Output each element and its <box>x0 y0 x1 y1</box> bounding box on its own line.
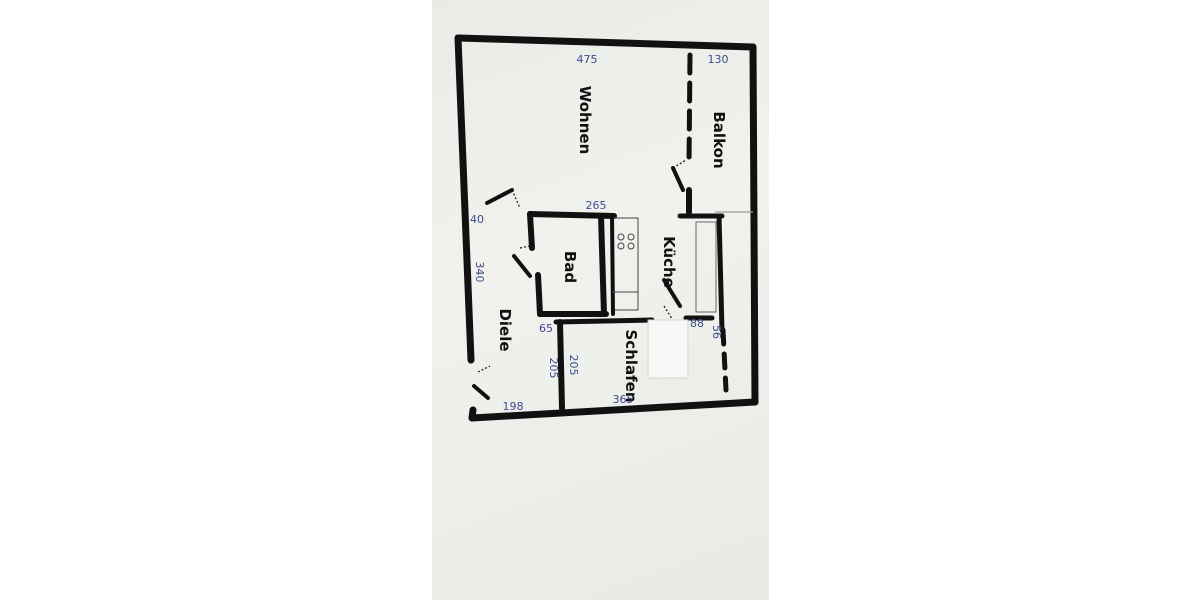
balcony-divider <box>686 52 693 168</box>
dim-corridor-width: 205 <box>547 358 560 379</box>
dim-bottom-right: 365 <box>613 393 634 406</box>
kitchen-door-top <box>671 166 685 192</box>
bath-door-arc <box>519 245 531 249</box>
floor-plan-drawing: Wohnen Balkon Küche Bad Diele Schlafen 4… <box>454 34 759 422</box>
outer-wall-bottom <box>468 398 759 422</box>
dim-kitchen-side: 56 <box>710 325 723 339</box>
bath-wall-right <box>598 213 607 317</box>
dim-left-small: 40 <box>470 213 484 226</box>
living-door <box>485 188 514 205</box>
corridor-bedroom-wall <box>557 319 565 411</box>
stove-burner <box>627 233 635 241</box>
dim-bath-top: 265 <box>586 199 607 212</box>
kitchen-cabinet <box>695 221 717 313</box>
dim-top-living: 475 <box>577 53 598 66</box>
dim-bottom-left: 198 <box>503 400 524 413</box>
bath-wall-left-upper <box>527 211 535 251</box>
kitchen-counter-wall <box>610 214 615 316</box>
kitchen-door-arc <box>663 305 675 323</box>
kitchen-door <box>662 278 682 308</box>
stove-burner <box>617 242 625 250</box>
dim-kitchen-bottom: 88 <box>690 317 704 330</box>
room-label-kueche: Küche <box>660 236 678 288</box>
dim-bath-bottom: 65 <box>539 322 553 335</box>
bath-door <box>512 254 532 278</box>
living-door-arc <box>511 189 521 209</box>
room-label-balkon: Balkon <box>710 111 728 168</box>
room-label-schlafen: Schlafen <box>622 329 640 402</box>
entrance-door <box>472 384 490 400</box>
paper-sheet: Wohnen Balkon Küche Bad Diele Schlafen 4… <box>432 0 769 600</box>
room-label-bad: Bad <box>561 251 579 283</box>
bedroom-window-dashed <box>720 327 729 393</box>
dim-bedroom-wall: 205 <box>567 355 580 376</box>
kitchen-door-top-arc <box>672 159 687 169</box>
outer-wall-top <box>454 34 757 51</box>
stove-burner <box>617 233 625 241</box>
dim-top-balcony: 130 <box>708 53 729 66</box>
kitchen-wall-right <box>716 213 725 333</box>
kitchen-counter <box>611 217 639 311</box>
stove-burner <box>627 242 635 250</box>
outer-wall-left-upper <box>454 34 475 364</box>
dim-left-long: 340 <box>473 262 486 283</box>
paper-patch <box>647 319 689 379</box>
room-label-diele: Diele <box>496 308 514 351</box>
room-label-wohnen: Wohnen <box>576 86 594 155</box>
bedroom-wall-top <box>553 317 655 325</box>
outer-wall-right <box>749 43 759 406</box>
bath-wall-left-lower <box>535 272 543 317</box>
entrance-door-arc <box>477 365 491 373</box>
